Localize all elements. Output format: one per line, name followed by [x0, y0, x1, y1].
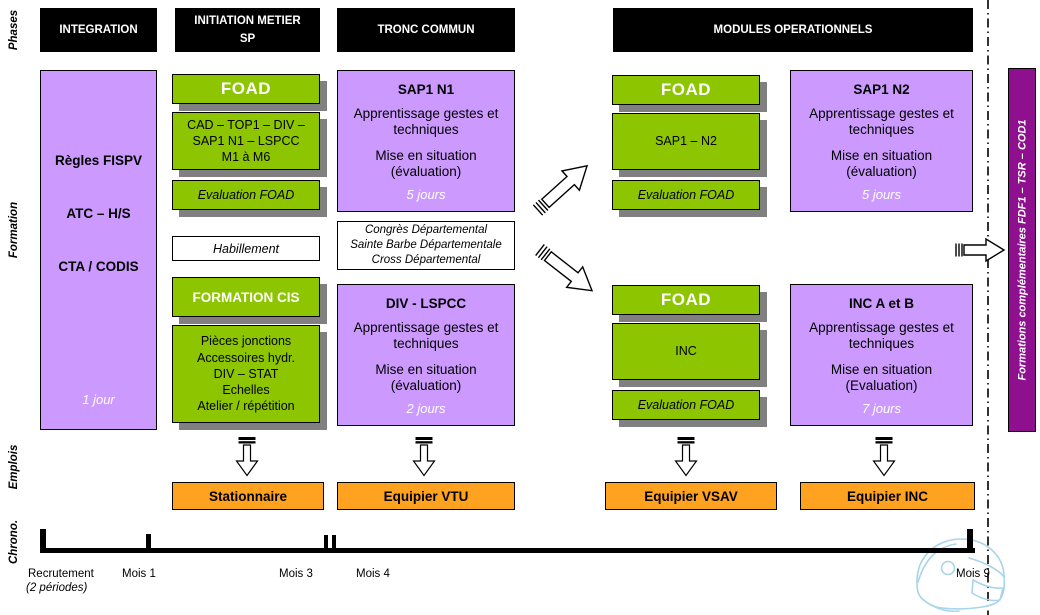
habillement-label: Habillement — [212, 241, 279, 256]
timeline-tick-mois4 — [332, 535, 336, 553]
timeline-label-mois4: Mois 4 — [356, 568, 390, 580]
inc-foad-label: INC — [675, 344, 697, 359]
down-arrow-icon — [872, 437, 896, 477]
phase-header-modules-operationnels: MODULES OPERATIONNELS — [613, 8, 973, 52]
sap1-n1-title: SAP1 N1 — [397, 82, 455, 97]
inc-a-b-duration: 7 jours — [861, 401, 902, 416]
evaluation-foad-sap-label: Evaluation FOAD — [637, 188, 735, 202]
foad-box: FOAD — [172, 74, 320, 104]
integration-content-box: Règles FISPV ATC – H/S CTA / CODIS 1 jou… — [40, 70, 157, 430]
job-equipier-vtu: Equipier VTU — [337, 482, 515, 510]
div-lspcc-body2: Mise en situation (évaluation) — [375, 361, 477, 394]
sap1-n2-body1: Apprentissage gestes et techniques — [809, 106, 954, 138]
evaluation-foad-sap-box: Evaluation FOAD — [612, 180, 760, 210]
down-arrow-icon — [674, 437, 698, 477]
integration-line-regles-fispv: Règles FISPV — [54, 153, 143, 168]
axis-label-emplois: Emplois — [8, 444, 20, 490]
timeline-tick-mois1 — [146, 534, 151, 553]
formation-cis-box: FORMATION CIS — [172, 277, 320, 317]
flow-arrow-up-icon — [532, 164, 589, 216]
cis-detail-box: Pièces jonctions Accessoires hydr. DIV –… — [172, 325, 320, 423]
phase-header-integration: INTEGRATION — [40, 8, 157, 52]
formation-cis-label: FORMATION CIS — [192, 289, 300, 305]
inc-a-b-box: INC A et B Apprentissage gestes et techn… — [790, 284, 973, 426]
sap1-n1-duration: 5 jours — [406, 187, 446, 202]
phase-header-tronc-commun: TRONC COMMUN — [337, 8, 515, 52]
timeline-label-recrutement: Recrutement — [28, 568, 94, 580]
axis-label-phases: Phases — [8, 9, 20, 51]
sap1-n2-title: SAP1 N2 — [853, 82, 910, 97]
flow-arrow-right-icon — [955, 237, 1006, 263]
evaluation-foad-inc-label: Evaluation FOAD — [637, 398, 735, 412]
down-arrow-icon — [235, 437, 259, 477]
evaluation-foad-label: Evaluation FOAD — [197, 188, 295, 202]
habillement-box: Habillement — [172, 236, 320, 261]
integration-line-cta-codis: CTA / CODIS — [58, 259, 139, 274]
job-stationnaire: Stationnaire — [172, 482, 324, 510]
evaluation-foad-box: Evaluation FOAD — [172, 180, 320, 210]
inc-a-b-body1: Apprentissage gestes et techniques — [809, 320, 954, 352]
foad-inc-label: FOAD — [660, 290, 712, 309]
inc-a-b-body2: Mise en situation (Evaluation) — [830, 361, 933, 394]
dash-dot-separator — [987, 0, 989, 615]
timeline-tick-end — [967, 529, 973, 553]
timeline-bar — [40, 548, 975, 553]
inc-a-b-title: INC A et B — [848, 296, 914, 311]
inc-foad-box: INC — [612, 323, 760, 380]
sap1-n2-foad-box: SAP1 – N2 — [612, 113, 760, 170]
axis-label-chrono: Chrono. — [8, 519, 20, 565]
sap1-n1-body1: Apprentissage gestes et techniques — [353, 106, 499, 138]
timeline-tick-mois3 — [324, 535, 328, 553]
sap1-n2-body2: Mise en situation (évaluation) — [830, 147, 933, 180]
flow-arrow-down-icon — [535, 244, 594, 292]
div-lspcc-duration: 2 jours — [406, 401, 446, 416]
complementary-trainings-bar: Formations complémentaires FDF1 – TSR – … — [1008, 68, 1036, 432]
integration-line-atc-hs: ATC – H/S — [66, 206, 131, 221]
foad-inc-box: FOAD — [612, 285, 760, 315]
div-lspcc-box: DIV - LSPCC Apprentissage gestes et tech… — [337, 284, 515, 426]
departmental-events-text: Congrès Départemental Sainte Barbe Dépar… — [350, 224, 502, 266]
sap1-n1-box: SAP1 N1 Apprentissage gestes et techniqu… — [337, 70, 515, 212]
evaluation-foad-inc-box: Evaluation FOAD — [612, 390, 760, 420]
foad-detail-text: CAD – TOP1 – DIV – SAP1 N1 – LSPCC M1 à … — [187, 117, 305, 165]
timeline-label-mois3: Mois 3 — [279, 568, 313, 580]
div-lspcc-body1: Apprentissage gestes et techniques — [353, 320, 499, 352]
helmet-watermark-icon — [916, 538, 1006, 613]
foad-label: FOAD — [220, 79, 272, 98]
complementary-trainings-label: Formations complémentaires FDF1 – TSR – … — [1016, 119, 1029, 381]
timeline-tick-start — [40, 529, 46, 553]
cis-detail-text: Pièces jonctions Accessoires hydr. DIV –… — [197, 334, 295, 414]
job-equipier-inc: Equipier INC — [800, 482, 975, 510]
sap1-n2-foad-label: SAP1 – N2 — [655, 134, 717, 149]
timeline-label-mois1: Mois 1 — [122, 568, 156, 580]
sap1-n2-duration: 5 jours — [861, 187, 902, 202]
sap1-n2-box: SAP1 N2 Apprentissage gestes et techniqu… — [790, 70, 973, 212]
foad-sap-box: FOAD — [612, 75, 760, 105]
departmental-events-box: Congrès Départemental Sainte Barbe Dépar… — [337, 221, 515, 270]
down-arrow-icon — [412, 437, 436, 477]
div-lspcc-title: DIV - LSPCC — [385, 296, 467, 311]
timeline-label-periodes: (2 périodes) — [26, 582, 88, 594]
sap1-n1-body2: Mise en situation (évaluation) — [375, 147, 477, 180]
axis-label-formation: Formation — [8, 201, 20, 259]
foad-detail-box: CAD – TOP1 – DIV – SAP1 N1 – LSPCC M1 à … — [172, 112, 320, 170]
job-equipier-vsav: Equipier VSAV — [605, 482, 777, 510]
timeline-label-mois9: Mois 9 — [956, 568, 990, 580]
integration-duration: 1 jour — [82, 392, 115, 407]
foad-sap-label: FOAD — [660, 80, 712, 99]
phase-header-initiation: INITIATION METIER SP — [175, 8, 320, 52]
